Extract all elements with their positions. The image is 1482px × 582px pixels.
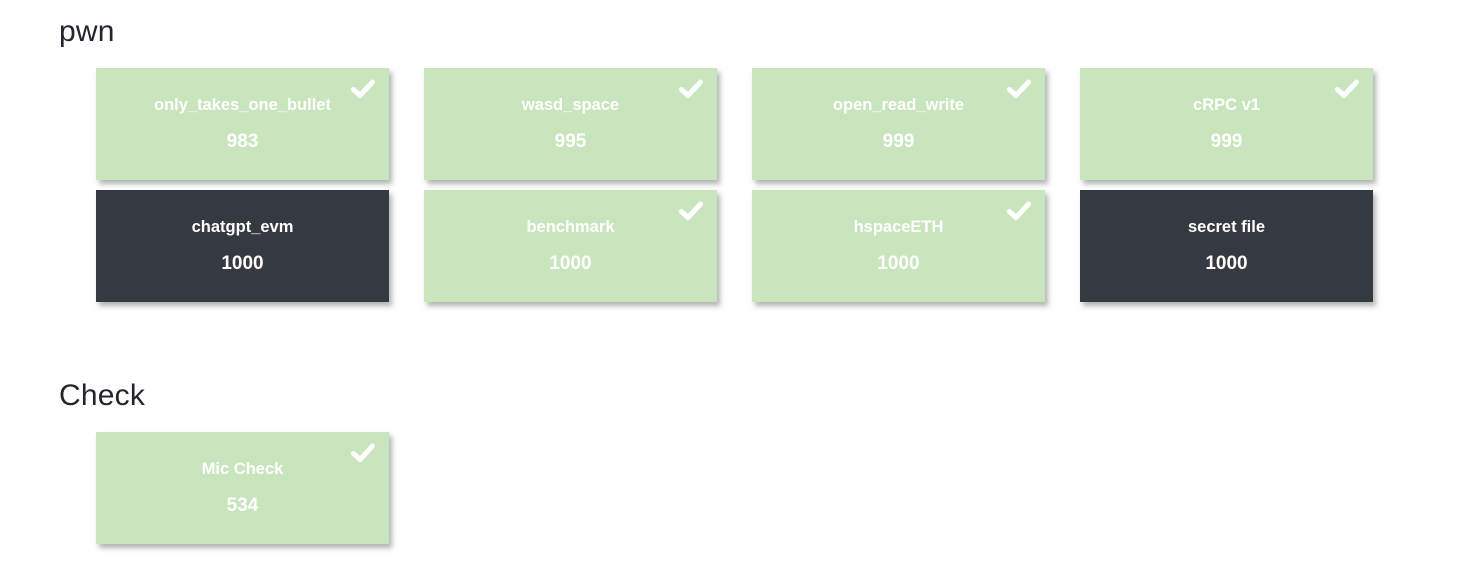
- check-icon: [1007, 79, 1031, 99]
- challenge-points: 995: [554, 130, 587, 152]
- challenge-grid: only_takes_one_bullet 983 wasd_space 995…: [96, 68, 1482, 302]
- challenge-name: open_read_write: [832, 95, 965, 114]
- check-icon: [679, 79, 703, 99]
- challenge-points: 983: [226, 130, 259, 152]
- category-title: Check: [59, 379, 146, 412]
- challenge-name: chatgpt_evm: [191, 217, 294, 236]
- challenge-card[interactable]: open_read_write 999: [752, 68, 1045, 180]
- challenge-name: hspaceETH: [853, 217, 944, 236]
- challenge-card[interactable]: chatgpt_evm 1000: [96, 190, 389, 302]
- challenge-name: cRPC v1: [1193, 95, 1260, 114]
- challenge-category: Check Mic Check 534: [59, 376, 1482, 544]
- check-icon: [1335, 79, 1359, 99]
- challenge-card[interactable]: only_takes_one_bullet 983: [96, 68, 389, 180]
- check-icon: [1007, 201, 1031, 221]
- challenge-card[interactable]: benchmark 1000: [424, 190, 717, 302]
- challenge-category: pwn only_takes_one_bullet 983 wasd_space…: [59, 12, 1482, 302]
- challenge-card[interactable]: secret file 1000: [1080, 190, 1373, 302]
- challenge-name: Mic Check: [201, 459, 284, 478]
- challenge-card[interactable]: hspaceETH 1000: [752, 190, 1045, 302]
- challenge-points: 1000: [1205, 252, 1248, 274]
- challenge-points: 534: [226, 494, 259, 516]
- challenge-points: 1000: [549, 252, 592, 274]
- challenge-card[interactable]: Mic Check 534: [96, 432, 389, 544]
- check-icon: [351, 443, 375, 463]
- challenge-card[interactable]: cRPC v1 999: [1080, 68, 1373, 180]
- challenge-points: 1000: [221, 252, 264, 274]
- category-title: pwn: [59, 15, 115, 48]
- check-icon: [351, 79, 375, 99]
- challenge-points: 999: [1210, 130, 1243, 152]
- challenge-grid: Mic Check 534: [96, 432, 1482, 544]
- check-icon: [679, 201, 703, 221]
- challenge-points: 999: [882, 130, 915, 152]
- challenge-board: pwn only_takes_one_bullet 983 wasd_space…: [59, 12, 1482, 544]
- challenge-points: 1000: [877, 252, 920, 274]
- challenge-name: secret file: [1187, 217, 1266, 236]
- challenge-name: only_takes_one_bullet: [154, 95, 331, 114]
- challenge-name: wasd_space: [521, 95, 620, 114]
- categories-container: pwn only_takes_one_bullet 983 wasd_space…: [59, 12, 1482, 544]
- challenge-name: benchmark: [526, 217, 615, 236]
- challenge-card[interactable]: wasd_space 995: [424, 68, 717, 180]
